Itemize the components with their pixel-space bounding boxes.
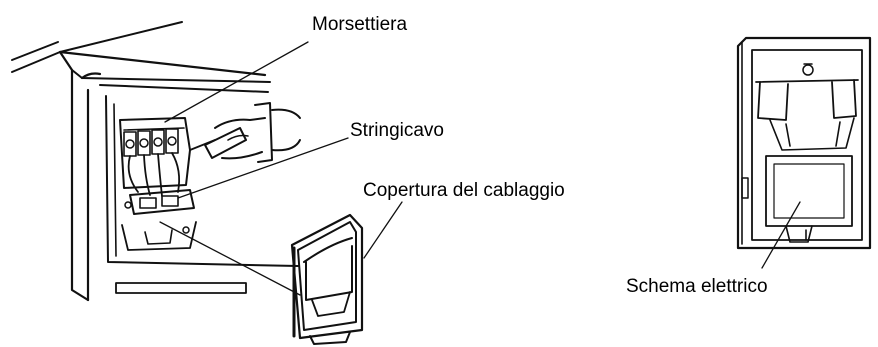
appliance-cabinet-illustration: [11, 21, 403, 345]
terminal-block: [119, 117, 197, 251]
wiring-diagram-leader: [761, 201, 801, 269]
wiring-diagram-text-label: Schema elettrico: [626, 276, 768, 297]
terminal-block-leader: [164, 41, 309, 123]
cover-fit-line: [159, 221, 301, 296]
wiring-cover-leader: [363, 201, 403, 259]
wiring-cover: [290, 213, 364, 345]
terminal-block-label: Morsettiera: [312, 14, 407, 35]
wiring-cover-label: Copertura del cablaggio: [363, 180, 565, 201]
wiring-diagram-label: [765, 155, 853, 227]
hand-with-screwdriver: [189, 102, 301, 163]
cable-clamp-label: Stringicavo: [350, 120, 444, 141]
rear-view-illustration: [736, 36, 872, 269]
cable-clamp-leader: [177, 137, 349, 199]
